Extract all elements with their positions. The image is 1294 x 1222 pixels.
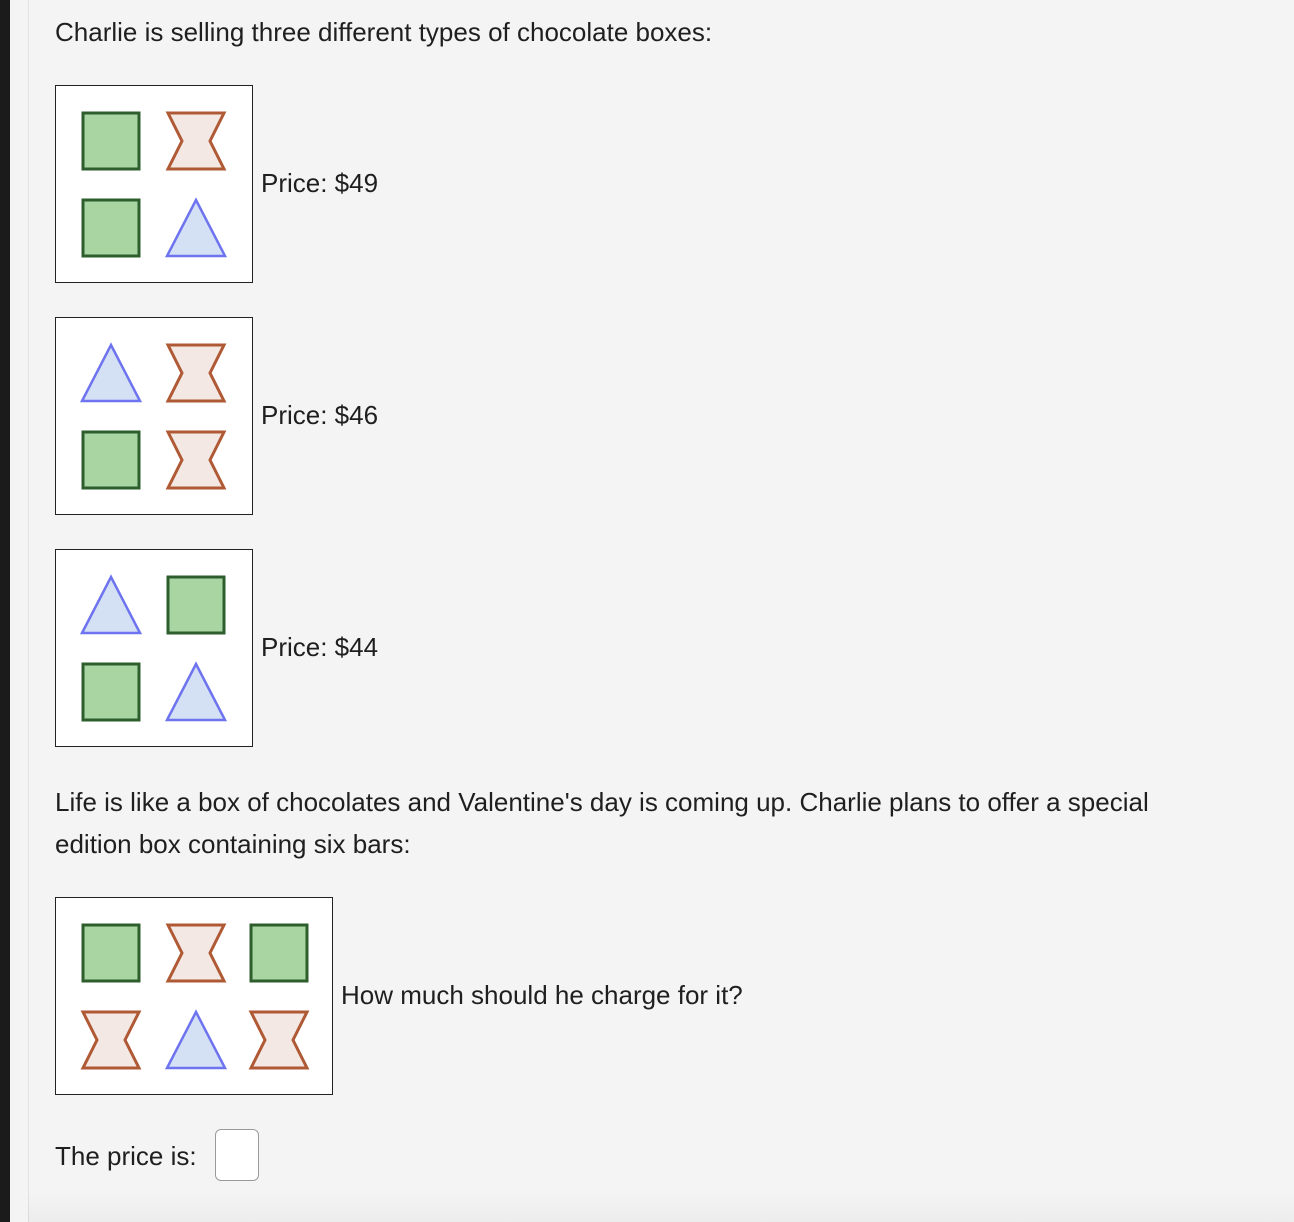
chocolate-box-1 <box>55 85 253 283</box>
special-edition-box <box>55 897 333 1095</box>
box-2-price: Price: $46 <box>261 400 379 430</box>
chocolate-box-2 <box>55 317 253 515</box>
hourglass-bar-icon <box>165 430 227 490</box>
bottom-shade <box>28 1192 1294 1222</box>
box-2-bars <box>79 342 227 490</box>
triangle-bar-icon <box>79 342 143 403</box>
square-bar-icon <box>81 662 141 722</box>
hourglass-bar-icon <box>165 343 227 403</box>
left-window-edge <box>0 0 10 1222</box>
left-gutter <box>10 0 29 1222</box>
box-1-bars <box>81 111 228 258</box>
box-3-price: Price: $44 <box>261 632 379 662</box>
triangle-bar-icon <box>164 661 228 722</box>
special-box-question: How much should he charge for it? <box>341 980 743 1010</box>
square-bar-icon <box>166 575 226 635</box>
box-1-price: Price: $49 <box>261 168 379 198</box>
triangle-bar-icon <box>164 1009 228 1070</box>
box-3-bars <box>79 574 228 722</box>
square-bar-icon <box>249 923 309 983</box>
hourglass-bar-icon <box>80 1010 142 1070</box>
triangle-bar-icon <box>79 574 143 635</box>
hourglass-bar-icon <box>165 923 227 983</box>
story-text-line-2: edition box containing six bars: <box>55 829 411 859</box>
intro-text: Charlie is selling three different types… <box>55 17 713 47</box>
triangle-bar-icon <box>164 197 228 258</box>
square-bar-icon <box>81 923 141 983</box>
square-bar-icon <box>81 430 141 490</box>
square-bar-icon <box>81 111 141 171</box>
special-box-bars <box>80 923 310 1070</box>
story-text-line-1: Life is like a box of chocolates and Val… <box>55 787 1149 817</box>
hourglass-bar-icon <box>248 1010 310 1070</box>
square-bar-icon <box>81 198 141 258</box>
hourglass-bar-icon <box>165 111 227 171</box>
answer-label: The price is: <box>55 1141 197 1171</box>
chocolate-box-3 <box>55 549 253 747</box>
price-answer-input[interactable] <box>215 1129 259 1181</box>
